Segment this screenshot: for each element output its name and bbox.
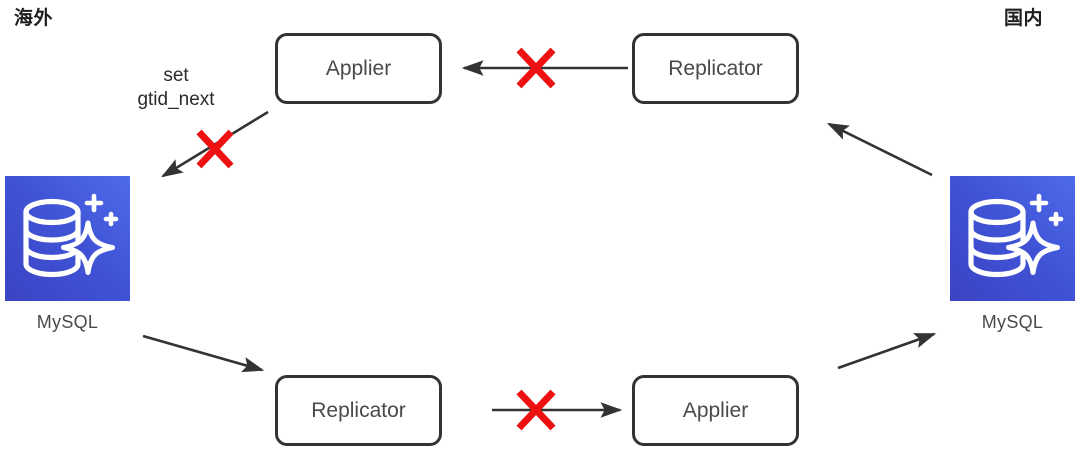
gtid-next-annotation: set gtid_next <box>117 64 235 113</box>
gtid-annotation-line1: set <box>163 65 189 86</box>
edge-applier-bottom-to-db-right <box>837 332 937 370</box>
gtid-annotation-line2: gtid_next <box>137 89 215 111</box>
node-applier-top[interactable]: Applier <box>275 33 442 104</box>
region-label-overseas: 海外 <box>14 8 54 29</box>
edge-db-right-to-replicator-top <box>826 122 933 177</box>
node-replicator-bottom[interactable]: Replicator <box>275 375 442 446</box>
node-mysql-left[interactable]: MySQL <box>5 176 130 333</box>
node-applier-bottom[interactable]: Applier <box>632 375 799 446</box>
node-replicator-top[interactable]: Replicator <box>632 33 799 104</box>
database-sparkle-icon <box>5 176 130 301</box>
mysql-left-caption: MySQL <box>36 312 99 332</box>
blocked-x-icon-top-edge <box>513 45 559 91</box>
edge-applier-top-to-db-left <box>161 110 269 178</box>
blocked-x-icon-gtid-edge <box>193 127 237 171</box>
mysql-right-caption: MySQL <box>981 312 1044 332</box>
node-mysql-right[interactable]: MySQL <box>950 176 1075 333</box>
region-label-domestic: 国内 <box>1004 8 1044 29</box>
blocked-x-icon-bottom-edge <box>513 387 559 433</box>
edge-db-left-to-replicator-bottom <box>142 334 265 373</box>
database-sparkle-icon <box>950 176 1075 301</box>
